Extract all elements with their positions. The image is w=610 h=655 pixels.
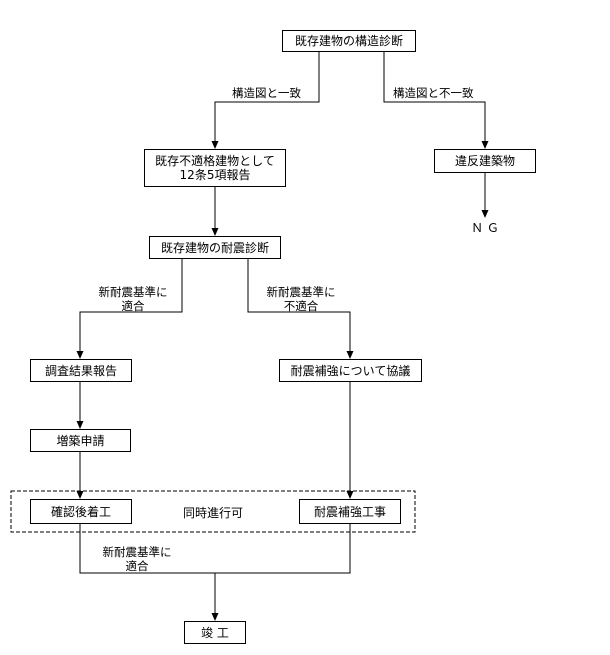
node-report-12-5-line1: 既存不適格建物として bbox=[155, 154, 275, 168]
node-extension-application: 増築申請 bbox=[30, 429, 131, 452]
node-reinforcement-work: 耐震補強工事 bbox=[299, 499, 401, 524]
connector-diag-conform bbox=[76, 259, 183, 359]
node-completion-text: 竣 工 bbox=[201, 625, 229, 640]
node-illegal-building: 違反建築物 bbox=[434, 149, 536, 173]
label-mismatch-plan: 構造図と不一致 bbox=[393, 86, 474, 100]
node-seismic-diagnosis: 既存建物の耐震診断 bbox=[149, 236, 281, 259]
node-ng: Ｎ Ｇ bbox=[471, 221, 499, 235]
connector-diag-nonconform bbox=[247, 259, 354, 359]
label-conform: 新耐震基準に 適合 bbox=[88, 285, 178, 313]
label-final-conform-line1: 新耐震基準に bbox=[102, 545, 172, 559]
label-nonconform: 新耐震基準に 不適合 bbox=[256, 285, 346, 313]
node-extension-application-text: 増築申請 bbox=[56, 433, 105, 448]
label-match-plan: 構造図と一致 bbox=[232, 86, 301, 100]
node-report-12-5: 既存不適格建物として 12条5項報告 bbox=[144, 149, 286, 187]
node-reinforcement-consultation-text: 耐震補強について協議 bbox=[290, 363, 411, 378]
label-nonconform-line2: 不適合 bbox=[283, 299, 319, 313]
node-construction-start-text: 確認後着工 bbox=[50, 504, 111, 519]
label-final-conform-line2: 適合 bbox=[125, 559, 149, 573]
label-simultaneous: 同時進行可 bbox=[183, 506, 244, 520]
node-structural-diagnosis: 既存建物の構造診断 bbox=[282, 30, 416, 52]
node-reinforcement-consultation: 耐震補強について協議 bbox=[279, 359, 422, 382]
node-reinforcement-work-text: 耐震補強工事 bbox=[313, 504, 386, 519]
node-report-12-5-line2: 12条5項報告 bbox=[179, 168, 251, 182]
label-conform-line1: 新耐震基準に bbox=[98, 285, 168, 299]
node-illegal-building-text: 違反建築物 bbox=[454, 154, 515, 168]
node-completion: 竣 工 bbox=[184, 621, 246, 644]
connector-start-mismatch bbox=[383, 51, 489, 149]
node-survey-report-text: 調査結果報告 bbox=[44, 363, 117, 378]
node-seismic-diagnosis-text: 既存建物の耐震診断 bbox=[160, 240, 269, 255]
label-final-conform: 新耐震基準に 適合 bbox=[92, 545, 182, 573]
label-conform-line2: 適合 bbox=[121, 299, 145, 313]
node-survey-report: 調査結果報告 bbox=[30, 359, 132, 382]
simultaneous-group-frame bbox=[10, 490, 416, 533]
label-nonconform-line1: 新耐震基準に bbox=[266, 285, 336, 299]
node-structural-diagnosis-text: 既存建物の構造診断 bbox=[294, 34, 403, 48]
connector-start-match bbox=[211, 51, 320, 149]
node-construction-start: 確認後着工 bbox=[30, 499, 132, 524]
